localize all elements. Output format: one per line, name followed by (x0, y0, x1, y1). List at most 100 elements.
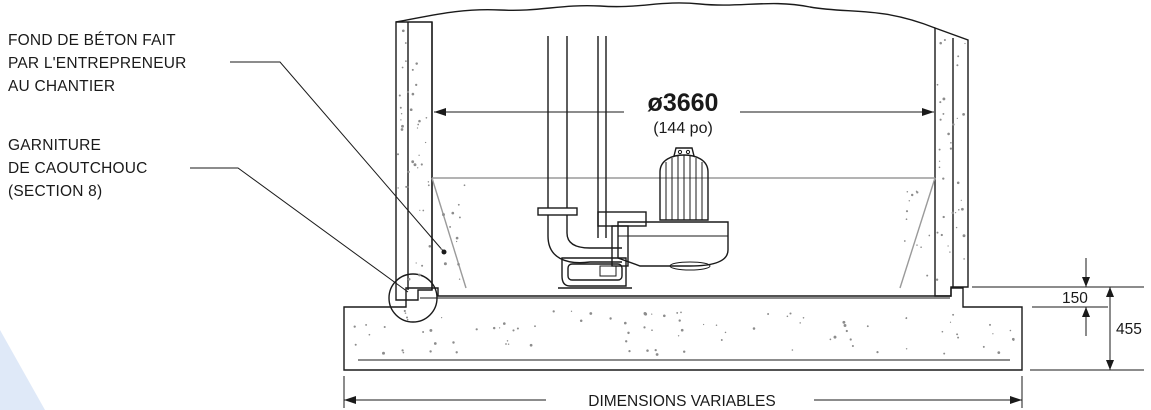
aggregate-speck (906, 190, 909, 193)
aggregate-speck (552, 310, 555, 313)
aggregate-speck (949, 321, 952, 323)
aggregate-speck (843, 324, 847, 327)
aggregate-speck (402, 351, 405, 354)
aggregate-speck (406, 318, 409, 321)
aggregate-speck (842, 320, 846, 324)
aggregate-speck (409, 108, 413, 112)
aggregate-speck (452, 341, 455, 344)
aggregate-speck (455, 351, 458, 354)
aggregate-speck (935, 278, 939, 281)
depth-total-label: 455 (1116, 321, 1142, 338)
aggregate-speck (428, 245, 432, 248)
aggregate-speck (411, 68, 414, 71)
aggregate-speck (401, 349, 404, 352)
aggregate-speck (400, 119, 402, 121)
diameter-dimension: ø3660 (144 po) (434, 88, 934, 138)
guide-rails (547, 36, 607, 238)
depth-small-label: 150 (1062, 290, 1088, 307)
diameter-sub: (144 po) (653, 120, 713, 137)
aggregate-speck (677, 335, 680, 337)
aggregate-speck (960, 199, 962, 201)
aggregate-speck (424, 141, 427, 144)
aggregate-speck (418, 154, 420, 156)
aggregate-speck (421, 264, 424, 267)
aggregate-speck (682, 350, 686, 353)
aggregate-speck (680, 328, 684, 332)
aggregate-speck (724, 331, 727, 334)
aggregate-speck (418, 119, 421, 123)
aggregate-speck (928, 234, 931, 237)
aggregate-speck (422, 209, 425, 212)
aggregate-speck (845, 329, 848, 333)
concrete-aggregate (353, 29, 1015, 356)
aggregate-speck (936, 231, 939, 234)
aggregate-speck (829, 338, 832, 341)
aggregate-speck (401, 29, 405, 33)
submersible-pump-icon (558, 147, 729, 289)
aggregate-speck (627, 331, 630, 335)
aggregate-speck (942, 215, 945, 219)
aggregate-speck (876, 351, 879, 354)
aggregate-speck (905, 218, 908, 221)
aggregate-speck (752, 327, 756, 330)
base-slab (343, 287, 1023, 371)
aggregate-speck (938, 160, 941, 162)
aggregate-speck (507, 343, 510, 345)
aggregate-speck (418, 273, 421, 277)
aggregate-speck (702, 323, 705, 326)
aggregate-speck (903, 240, 906, 242)
tank-right-wall (934, 27, 969, 297)
aggregate-speck (662, 314, 666, 318)
aggregate-speck (849, 338, 852, 341)
aggregate-speck (943, 38, 946, 42)
aggregate-speck (458, 216, 461, 219)
aggregate-speck (417, 167, 419, 169)
aggregate-speck (457, 263, 460, 266)
aggregate-speck (950, 142, 952, 144)
aggregate-speck (949, 147, 952, 150)
aggregate-speck (942, 177, 945, 180)
aggregate-speck (942, 97, 946, 101)
aggregate-speck (457, 203, 460, 206)
aggregate-speck (651, 313, 653, 315)
aggregate-speck (997, 351, 1001, 354)
aggregate-speck (957, 55, 960, 58)
aggregate-speck (425, 116, 428, 119)
aggregate-speck (938, 148, 941, 151)
aggregate-speck (406, 90, 409, 93)
aggregate-speck (962, 234, 966, 238)
aggregate-speck (475, 328, 478, 331)
aggregate-speck (643, 312, 647, 315)
aggregate-speck (498, 327, 501, 329)
aggregate-speck (427, 184, 430, 187)
aggregate-speck (939, 101, 942, 104)
aggregate-speck (415, 62, 418, 65)
aggregate-speck (939, 118, 942, 121)
aggregate-speck (952, 313, 955, 316)
aggregate-speck (579, 319, 583, 322)
aggregate-speck (905, 348, 908, 350)
aggregate-speck (905, 210, 909, 213)
aggregate-speck (947, 245, 949, 247)
aggregate-speck (956, 333, 959, 336)
aggregate-speck (589, 312, 593, 315)
aggregate-speck (955, 226, 958, 229)
aggregate-speck (422, 331, 425, 333)
aggregate-speck (655, 353, 659, 356)
aggregate-speck (451, 211, 455, 215)
aggregate-speck (651, 329, 653, 332)
aggregate-speck (413, 163, 417, 167)
aggregate-speck (455, 240, 458, 243)
aggregate-speck (502, 322, 506, 325)
aggregate-speck (954, 211, 957, 214)
aggregate-speck (405, 60, 407, 62)
aggregate-speck (455, 236, 459, 240)
aggregate-speck (429, 350, 432, 353)
aggregate-speck (851, 344, 854, 348)
aggregate-speck (952, 123, 955, 126)
callout-rubber-gasket: GARNITURE DE CAOUTCHOUC (SECTION 8) (8, 137, 147, 200)
aggregate-speck (405, 185, 408, 188)
aggregate-speck (786, 315, 789, 318)
aggregate-speck (915, 190, 918, 193)
